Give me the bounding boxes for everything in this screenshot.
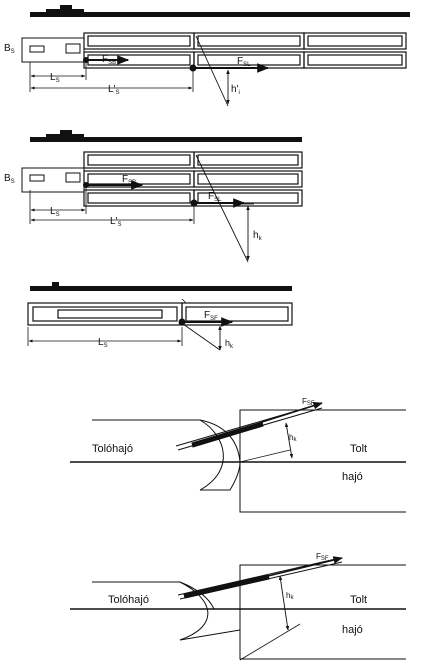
panel-5-pusher-offset: Tolóhajó Tolt hajó FSF hk xyxy=(70,552,406,661)
panel-2-top-view-three-rows: BS FSB FSL LS L'S hk xyxy=(4,130,303,263)
side-profile-2 xyxy=(30,130,302,142)
pivot-dot-2 xyxy=(190,199,198,207)
label-fsf: FSF xyxy=(302,397,315,407)
barge-rows xyxy=(83,151,303,207)
label-fsf: FSF xyxy=(316,552,329,562)
force-sf-arrow xyxy=(261,401,323,423)
pusher-cabin xyxy=(29,45,45,53)
label-ls: LS xyxy=(98,337,108,349)
label-ls-prime: L'S xyxy=(110,216,122,228)
label-barge-top: Tolt xyxy=(350,594,367,606)
label-fsb: FSB xyxy=(122,174,136,186)
label-pusher: Tolóhajó xyxy=(92,443,133,455)
pusher-hull xyxy=(92,419,241,491)
pivot-dot-1 xyxy=(83,57,89,63)
coupling-wire xyxy=(175,403,323,451)
label-barge-top: Tolt xyxy=(350,443,367,455)
label-fsl: FSL xyxy=(208,191,222,203)
force-sf-arrow xyxy=(267,556,343,577)
pusher-cabin xyxy=(29,174,45,182)
pivot-dot-2 xyxy=(189,64,197,72)
panel-4-pusher-contact: Tolóhajó Tolt hajó FSF hk xyxy=(70,397,406,513)
pusher-outline xyxy=(21,167,85,193)
label-h: h'i xyxy=(231,84,240,96)
diagonal-line xyxy=(195,154,249,263)
label-barge-bottom: hajó xyxy=(342,471,363,483)
pivot-dot-1 xyxy=(83,182,89,188)
label-fsb: FSB xyxy=(102,54,116,66)
barge-outline xyxy=(239,409,406,513)
pusher-hatch xyxy=(65,43,81,54)
pusher-hatch xyxy=(65,172,81,183)
height-arrow xyxy=(278,575,290,631)
pusher-outline xyxy=(21,37,85,63)
label-fsl: FSL xyxy=(237,56,251,68)
diagonal-line xyxy=(182,323,221,351)
label-h: hk xyxy=(253,230,263,242)
coupling-wire xyxy=(177,557,343,600)
label-fsf: FSF xyxy=(204,310,218,322)
label-h: hk xyxy=(286,591,294,601)
height-arrow xyxy=(284,422,294,459)
barge-row-upper xyxy=(83,32,407,50)
diagonal-line xyxy=(195,35,229,107)
label-ls: LS xyxy=(50,206,60,218)
panel-3-single-row: FSF LS hk xyxy=(27,282,293,351)
side-profile-1 xyxy=(30,5,410,17)
panel-1-top-view-two-rows: BS FSB FSL LS L'S h'i xyxy=(4,5,410,107)
pivot-dot xyxy=(178,318,186,326)
label-bs: BS xyxy=(4,173,15,185)
label-ls-prime: L'S xyxy=(108,84,120,96)
label-h: hk xyxy=(289,433,297,443)
side-profile-3 xyxy=(30,282,292,291)
label-pusher: Tolóhajó xyxy=(108,594,149,606)
label-h: hk xyxy=(225,338,234,350)
label-bs: BS xyxy=(4,43,15,55)
single-barge-row xyxy=(27,302,293,326)
label-ls: LS xyxy=(50,72,60,84)
label-barge-bottom: hajó xyxy=(342,624,363,636)
